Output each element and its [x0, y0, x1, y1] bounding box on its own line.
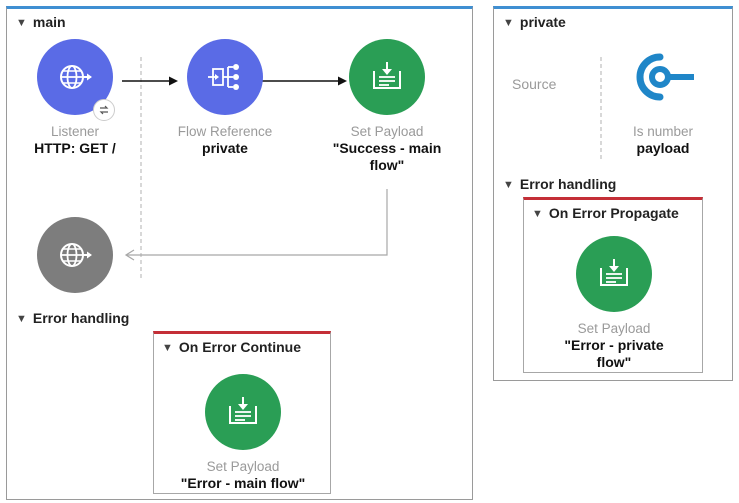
on-error-propagate-header[interactable]: ▼ On Error Propagate [532, 205, 679, 221]
main-flow-connectors [122, 57, 388, 279]
error-set-payload-label: "Error - main flow" [180, 475, 306, 491]
private-flow-title: private [519, 14, 566, 30]
listener-circle[interactable] [37, 39, 115, 121]
is-number-node[interactable]: Is number payload [611, 39, 715, 157]
set-payload-icon [373, 62, 401, 89]
response-node[interactable] [25, 217, 125, 293]
main-error-handling-header[interactable]: ▼ Error handling [16, 310, 129, 326]
error-set-payload-node[interactable]: Set Payload "Error - main flow" [163, 374, 323, 492]
collapse-triangle-icon[interactable]: ▼ [503, 17, 514, 29]
set-payload-circle[interactable] [349, 39, 425, 115]
return-arrow-head-icon [124, 249, 135, 261]
main-flow-title: main [32, 14, 66, 30]
listener-label: HTTP: GET / [34, 140, 116, 156]
on-error-continue-title: On Error Continue [178, 339, 302, 355]
set-payload-label: "Success - main flow" [332, 140, 442, 173]
set-payload-type: Set Payload [350, 124, 424, 139]
private-flow-divider [600, 57, 602, 159]
listener-type: Listener [50, 124, 100, 139]
flow-reference-circle[interactable] [187, 39, 263, 115]
private-error-set-payload-circle[interactable] [576, 236, 652, 312]
listener-node[interactable]: Listener HTTP: GET / [25, 39, 125, 157]
collapse-triangle-icon[interactable]: ▼ [16, 313, 27, 325]
private-flow-header[interactable]: ▼ private [503, 14, 566, 30]
private-error-set-payload-node[interactable]: Set Payload "Error - private flow" [554, 236, 674, 371]
collapse-triangle-icon[interactable]: ▼ [162, 342, 173, 354]
on-error-propagate-scope[interactable]: ▼ On Error Propagate Set Payload "Error -… [523, 197, 703, 373]
return-connector [127, 189, 388, 256]
on-error-propagate-title: On Error Propagate [548, 205, 679, 221]
on-error-continue-header[interactable]: ▼ On Error Continue [162, 339, 301, 355]
private-error-handling-header[interactable]: ▼ Error handling [503, 176, 616, 192]
set-payload-icon [600, 259, 628, 286]
error-set-payload-type: Set Payload [206, 459, 280, 474]
error-set-payload-circle[interactable] [205, 374, 281, 450]
on-error-continue-scope[interactable]: ▼ On Error Continue Set Payload "Error - … [153, 331, 331, 494]
main-flow-header[interactable]: ▼ main [16, 14, 66, 30]
private-flow-panel[interactable]: ▼ private Source Is number payload ▼ Error… [493, 6, 733, 381]
globe-icon [60, 65, 92, 89]
flow-reference-label: private [202, 140, 248, 156]
main-flow-panel[interactable]: ▼ main [6, 6, 473, 500]
flow-reference-type: Flow Reference [177, 124, 273, 139]
set-payload-node[interactable]: Set Payload "Success - main flow" [327, 39, 447, 174]
arrow-head-icon [338, 76, 347, 86]
globe-icon [60, 243, 92, 267]
bidirectional-badge-icon [93, 99, 115, 121]
arrow-head-icon [169, 76, 178, 86]
set-payload-icon [229, 397, 257, 424]
main-error-handling-title: Error handling [32, 310, 130, 326]
collapse-triangle-icon[interactable]: ▼ [532, 208, 543, 220]
flow-reference-node[interactable]: Flow Reference private [165, 39, 285, 157]
flow-reference-icon [208, 64, 239, 90]
private-error-set-payload-type: Set Payload [577, 321, 651, 336]
private-error-handling-title: Error handling [519, 176, 617, 192]
response-circle[interactable] [37, 217, 113, 293]
is-number-circle[interactable] [625, 39, 701, 115]
validation-icon [636, 53, 694, 101]
is-number-type: Is number [632, 124, 694, 139]
private-error-set-payload-label: "Error - private flow" [564, 337, 664, 370]
collapse-triangle-icon[interactable]: ▼ [503, 179, 514, 191]
is-number-label: payload [636, 140, 690, 156]
collapse-triangle-icon[interactable]: ▼ [16, 17, 27, 29]
source-placeholder[interactable]: Source [512, 76, 557, 92]
